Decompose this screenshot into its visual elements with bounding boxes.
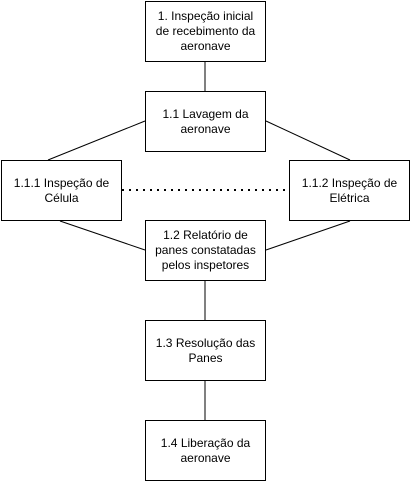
node-lavagem: 1.1 Lavagem da aeronave: [145, 91, 266, 152]
edge-celula-to-relatorio: [59, 220, 146, 251]
node-relatorio-panes: 1.2 Relatório de panes constatadas pelos…: [145, 220, 266, 281]
edge-lavagem-to-eletrica: [265, 120, 351, 161]
node-inspecao-celula: 1.1.1 Inspeção de Célula: [1, 160, 122, 221]
node-inspecao-celula-label: 1.1.1 Inspeção de Célula: [13, 175, 110, 205]
edge-lavagem-to-celula: [47, 120, 146, 161]
node-resolucao-panes: 1.3 Resolução das Panes: [145, 320, 266, 381]
node-lavagem-label: 1.1 Lavagem da aeronave: [162, 106, 249, 136]
node-inspecao-eletrica-label: 1.1.2 Inspeção de Elétrica: [301, 175, 398, 205]
node-liberacao: 1.4 Liberação da aeronave: [145, 420, 266, 481]
edge-eletrica-to-relatorio: [265, 220, 351, 251]
node-liberacao-label: 1.4 Liberação da aeronave: [160, 435, 251, 465]
node-inspecao-inicial: 1. Inspeção inicial de recebimento da ae…: [145, 1, 266, 62]
node-relatorio-panes-label: 1.2 Relatório de panes constatadas pelos…: [155, 228, 256, 272]
node-resolucao-panes-label: 1.3 Resolução das Panes: [155, 335, 256, 365]
node-inspecao-eletrica: 1.1.2 Inspeção de Elétrica: [289, 160, 410, 221]
node-inspecao-inicial-label: 1. Inspeção inicial de recebimento da ae…: [155, 9, 256, 53]
